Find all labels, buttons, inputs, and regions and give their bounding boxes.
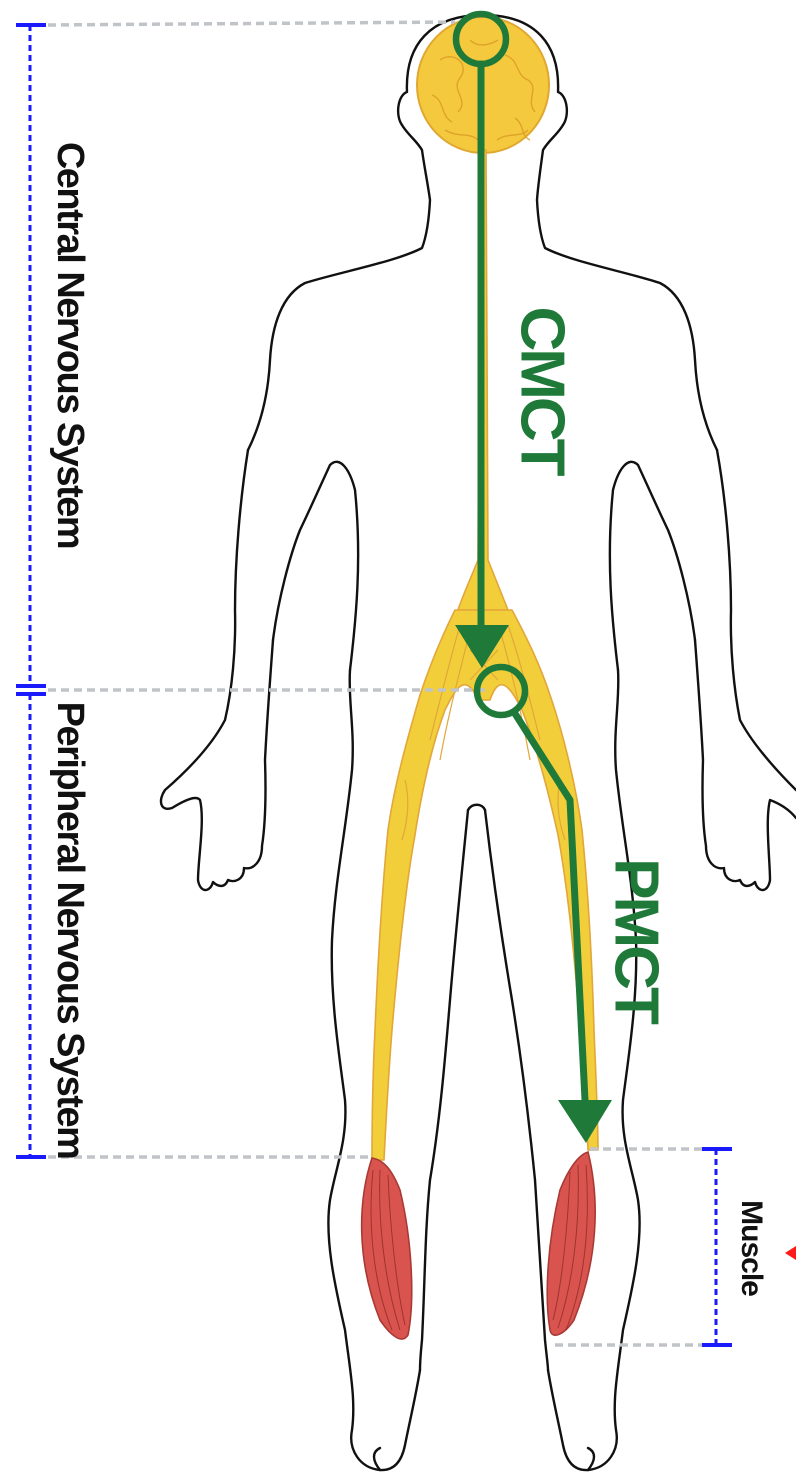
lumbosacral-plexus — [372, 610, 598, 1160]
pmct-path — [514, 712, 585, 1100]
cmct-label: CMCT — [508, 306, 577, 476]
muscle-left — [362, 1158, 412, 1339]
triangle-icon — [785, 1246, 796, 1260]
muscle-label: Muscle — [735, 1200, 768, 1296]
muscle-right — [547, 1152, 595, 1335]
guide-line-top — [48, 22, 455, 25]
conduction-pathway — [456, 14, 585, 1100]
bracket-muscle — [702, 1149, 732, 1345]
bracket-pns — [16, 694, 46, 1157]
pns-label: Peripheral Nervous System — [49, 702, 91, 1159]
arrowhead-icon — [558, 1100, 612, 1143]
pmct-label: PMCT — [602, 858, 671, 1025]
bracket-cns — [16, 25, 46, 688]
cns-label: Central Nervous System — [49, 142, 91, 548]
